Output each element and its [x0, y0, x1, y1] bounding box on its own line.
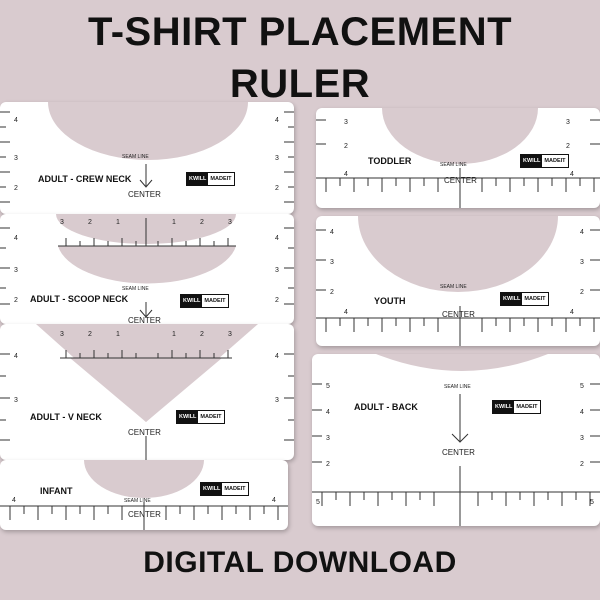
svg-text:3: 3 — [275, 155, 279, 162]
crew-seam-line: SEAM LINE — [122, 154, 149, 160]
ruler-adult-scoop-neck: 3 2 1 1 2 3 4 3 2 4 3 2 SEAM LINE ADULT - SCOOP … — [0, 214, 294, 324]
vneck-center-label: CENTER — [128, 428, 161, 437]
svg-text:4: 4 — [344, 171, 348, 178]
scoop-center-label: CENTER — [128, 316, 161, 324]
toddler-ruler-graphic: 3 2 3 2 4 4 — [316, 108, 600, 208]
svg-text:4: 4 — [275, 117, 279, 124]
svg-text:3: 3 — [14, 155, 18, 162]
back-ruler-graphic: 5 4 3 2 5 4 3 2 5 5 — [312, 354, 600, 526]
svg-text:4: 4 — [14, 353, 18, 360]
youth-center-label: CENTER — [442, 310, 475, 319]
svg-text:1: 1 — [116, 219, 120, 226]
svg-text:5: 5 — [590, 499, 594, 506]
svg-text:3: 3 — [60, 219, 64, 226]
svg-text:3: 3 — [14, 397, 18, 404]
svg-text:2: 2 — [275, 185, 279, 192]
svg-text:3: 3 — [228, 219, 232, 226]
svg-text:4: 4 — [12, 497, 16, 504]
infant-label: INFANT — [40, 486, 73, 496]
svg-text:2: 2 — [580, 289, 584, 296]
footer-digital-download: DIGITAL DOWNLOAD — [143, 546, 457, 579]
svg-text:3: 3 — [60, 331, 64, 338]
svg-text:4: 4 — [580, 229, 584, 236]
svg-text:4: 4 — [275, 353, 279, 360]
back-center-label: CENTER — [442, 448, 475, 457]
svg-text:3: 3 — [326, 435, 330, 442]
ruler-adult-back: 5 4 3 2 5 4 3 2 5 5 SEAM LINE ADULT - BACK KWIL… — [312, 354, 600, 526]
svg-text:4: 4 — [580, 409, 584, 416]
svg-text:3: 3 — [566, 119, 570, 126]
crew-center-label: CENTER — [128, 190, 161, 199]
title-line-2: RULER — [229, 62, 371, 106]
svg-text:2: 2 — [344, 143, 348, 150]
title-line-1: T-SHIRT PLACEMENT — [87, 10, 513, 54]
svg-text:3: 3 — [344, 119, 348, 126]
svg-text:2: 2 — [14, 297, 18, 304]
scoop-label: ADULT - SCOOP NECK — [30, 294, 129, 304]
svg-text:3: 3 — [14, 267, 18, 274]
svg-text:5: 5 — [316, 499, 320, 506]
svg-text:2: 2 — [200, 219, 204, 226]
svg-text:5: 5 — [580, 383, 584, 390]
svg-text:3: 3 — [228, 331, 232, 338]
svg-text:1: 1 — [172, 331, 176, 338]
ruler-adult-crew-neck: 4 3 2 4 3 2 SEAM LINE ADULT - CREW NECK KWIL… — [0, 102, 294, 214]
svg-text:4: 4 — [570, 309, 574, 316]
svg-text:3: 3 — [580, 259, 584, 266]
vneck-ruler-graphic: 3 2 1 1 2 3 4 3 4 3 — [0, 324, 294, 460]
infant-seam-line: SEAM LINE — [124, 498, 151, 504]
svg-text:3: 3 — [275, 397, 279, 404]
svg-text:4: 4 — [326, 409, 330, 416]
svg-text:4: 4 — [330, 229, 334, 236]
svg-text:4: 4 — [14, 117, 18, 124]
svg-text:4: 4 — [272, 497, 276, 504]
toddler-label: TODDLER — [368, 156, 412, 166]
infant-center-label: CENTER — [128, 510, 161, 519]
svg-text:2: 2 — [330, 289, 334, 296]
youth-ruler-graphic: 4 3 2 4 3 2 4 4 — [316, 216, 600, 346]
youth-label: YOUTH — [374, 296, 406, 306]
toddler-center-label: CENTER — [444, 176, 477, 185]
svg-text:2: 2 — [200, 331, 204, 338]
svg-text:1: 1 — [172, 219, 176, 226]
crew-label: ADULT - CREW NECK — [38, 174, 132, 184]
svg-text:3: 3 — [580, 435, 584, 442]
crew-ruler-graphic: 4 3 2 4 3 2 — [0, 102, 294, 203]
svg-text:4: 4 — [344, 309, 348, 316]
vneck-label: ADULT - V NECK — [30, 412, 102, 422]
scoop-ruler-graphic: 3 2 1 1 2 3 4 3 2 4 3 2 — [0, 214, 294, 318]
svg-text:4: 4 — [14, 235, 18, 242]
svg-text:1: 1 — [116, 331, 120, 338]
scoop-seam-line: SEAM LINE — [122, 286, 149, 292]
svg-text:2: 2 — [88, 219, 92, 226]
svg-text:4: 4 — [570, 171, 574, 178]
svg-text:2: 2 — [14, 185, 18, 192]
svg-text:3: 3 — [275, 267, 279, 274]
youth-seam-line: SEAM LINE — [440, 284, 467, 290]
svg-text:5: 5 — [326, 383, 330, 390]
svg-text:4: 4 — [275, 235, 279, 242]
svg-text:2: 2 — [275, 297, 279, 304]
svg-text:2: 2 — [88, 331, 92, 338]
svg-text:2: 2 — [580, 461, 584, 468]
back-label: ADULT - BACK — [354, 402, 418, 412]
toddler-seam-line: SEAM LINE — [440, 162, 467, 168]
svg-text:2: 2 — [566, 143, 570, 150]
svg-text:2: 2 — [326, 461, 330, 468]
back-seam-line: SEAM LINE — [444, 384, 471, 390]
svg-text:3: 3 — [330, 259, 334, 266]
